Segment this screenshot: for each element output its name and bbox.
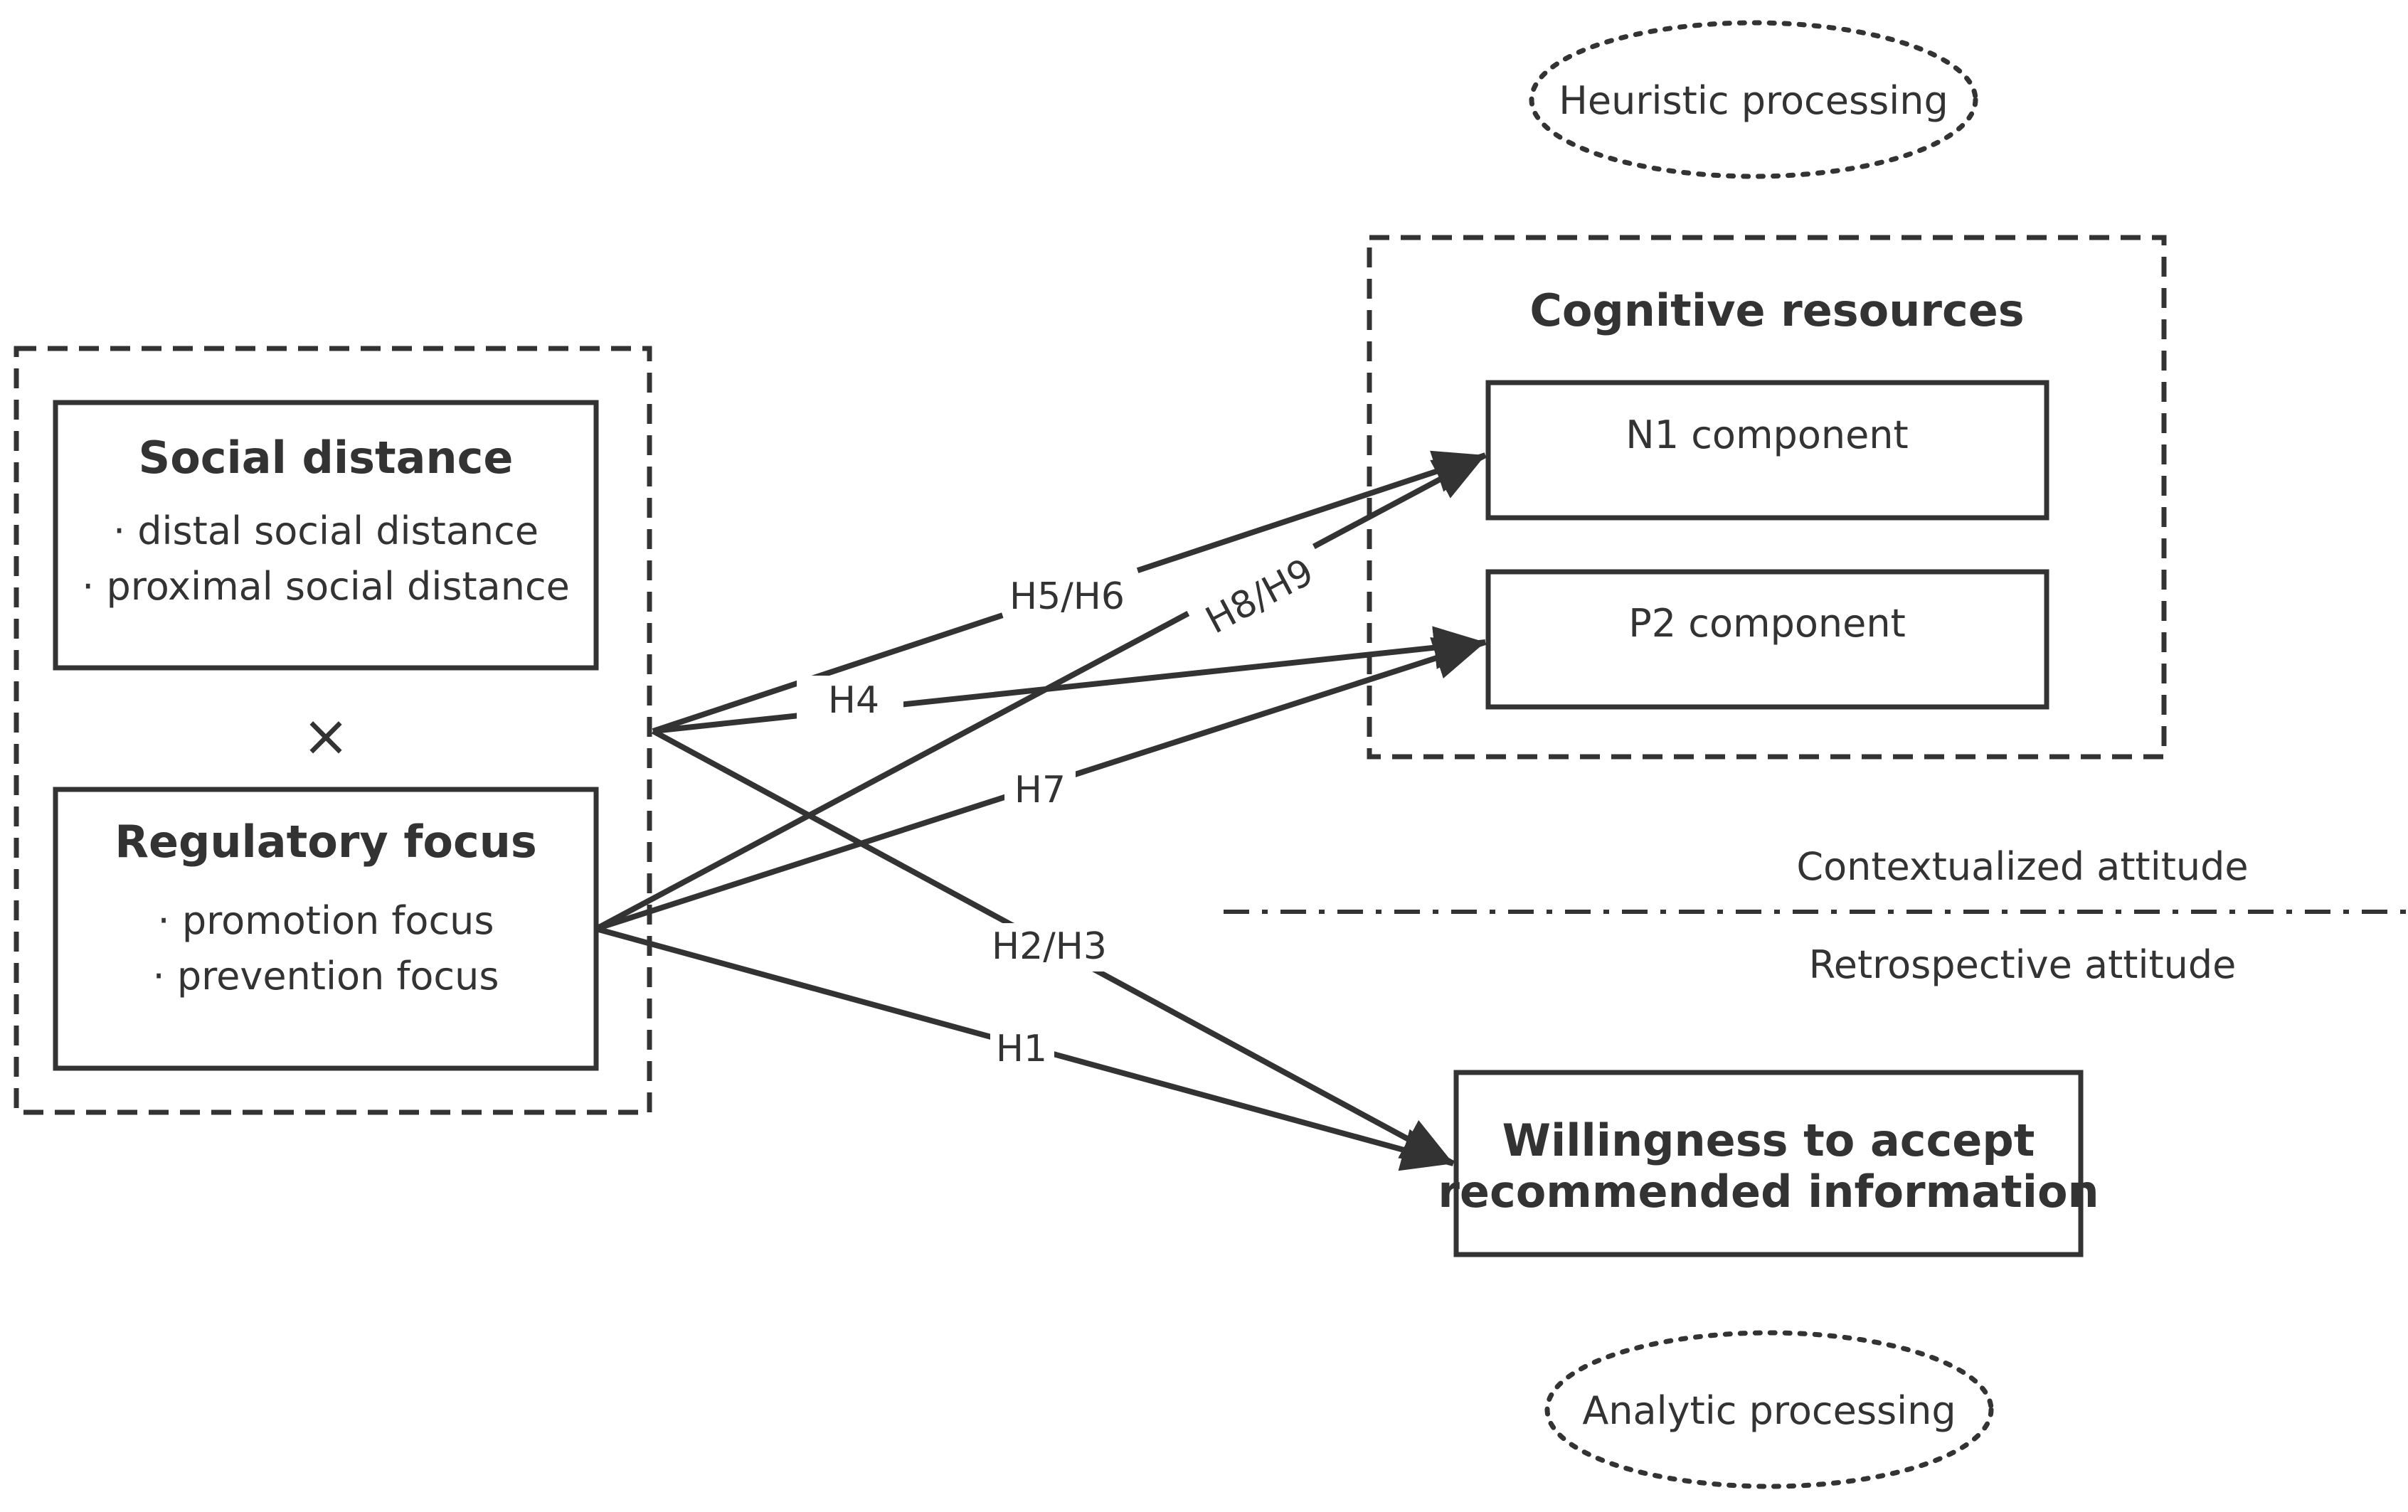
analytic-processing-node: Analytic processing <box>1544 1330 1994 1489</box>
cognitive-resources-group: Cognitive resources N1 component P2 comp… <box>1367 235 2167 760</box>
social-distance-title: Social distance <box>139 432 514 484</box>
label-h2-h3-text: H2/H3 <box>992 925 1107 968</box>
distal-social-distance-item: · distal social distance <box>113 509 539 553</box>
willingness-line2: recommended information <box>1438 1166 2099 1218</box>
label-h7-text: H7 <box>1014 769 1066 811</box>
regulatory-focus-node: Regulatory focus · promotion focus · pre… <box>53 787 599 1071</box>
attitude-divider: Contextualized attitude Retrospective at… <box>1224 844 2408 987</box>
social-distance-node: Social distance · distal social distance… <box>53 400 599 671</box>
heuristic-processing-label: Heuristic processing <box>1559 78 1948 123</box>
willingness-line1: Willingness to accept <box>1502 1114 2035 1166</box>
proximal-social-distance-item: · proximal social distance <box>82 564 570 609</box>
regulatory-focus-title: Regulatory focus <box>115 816 537 868</box>
label-h4: H4 <box>797 676 903 724</box>
label-h5-h6: H5/H6 <box>995 548 1145 639</box>
contextualized-attitude-label: Contextualized attitude <box>1796 844 2248 889</box>
label-h1-text: H1 <box>996 1028 1047 1070</box>
arrow-h8-h9 <box>595 452 1487 932</box>
hypothesis-labels: H5/H6 H8/H9 H4 H7 H2/H3 H1 <box>797 541 1334 1070</box>
label-h4-text: H4 <box>828 679 879 722</box>
retrospective-attitude-label: Retrospective attitude <box>1809 942 2237 987</box>
label-h8-h9: H8/H9 <box>1184 541 1334 650</box>
label-h8-h9-text: H8/H9 <box>1199 550 1320 642</box>
label-h2-h3: H2/H3 <box>982 923 1124 971</box>
label-h1: H1 <box>990 1027 1054 1070</box>
hypothesis-arrows <box>595 450 1487 1171</box>
interaction-times-symbol: × <box>302 703 349 769</box>
heuristic-processing-node: Heuristic processing <box>1529 20 1978 179</box>
prevention-focus-item: · prevention focus <box>153 954 499 999</box>
n1-component-label: N1 component <box>1625 412 1908 457</box>
n1-component-node: N1 component <box>1485 380 2049 521</box>
promotion-focus-item: · promotion focus <box>157 898 494 943</box>
analytic-processing-label: Analytic processing <box>1582 1388 1956 1433</box>
p2-component-label: P2 component <box>1628 601 1906 646</box>
cognitive-resources-title: Cognitive resources <box>1529 284 2024 336</box>
label-h7: H7 <box>1004 767 1076 811</box>
willingness-node: Willingness to accept recommended inform… <box>1438 1070 2099 1257</box>
arrow-h4 <box>652 626 1486 734</box>
independent-variables-group: Social distance · distal social distance… <box>14 346 652 1115</box>
label-h5-h6-text: H5/H6 <box>1009 575 1125 618</box>
p2-component-node: P2 component <box>1485 569 2049 710</box>
